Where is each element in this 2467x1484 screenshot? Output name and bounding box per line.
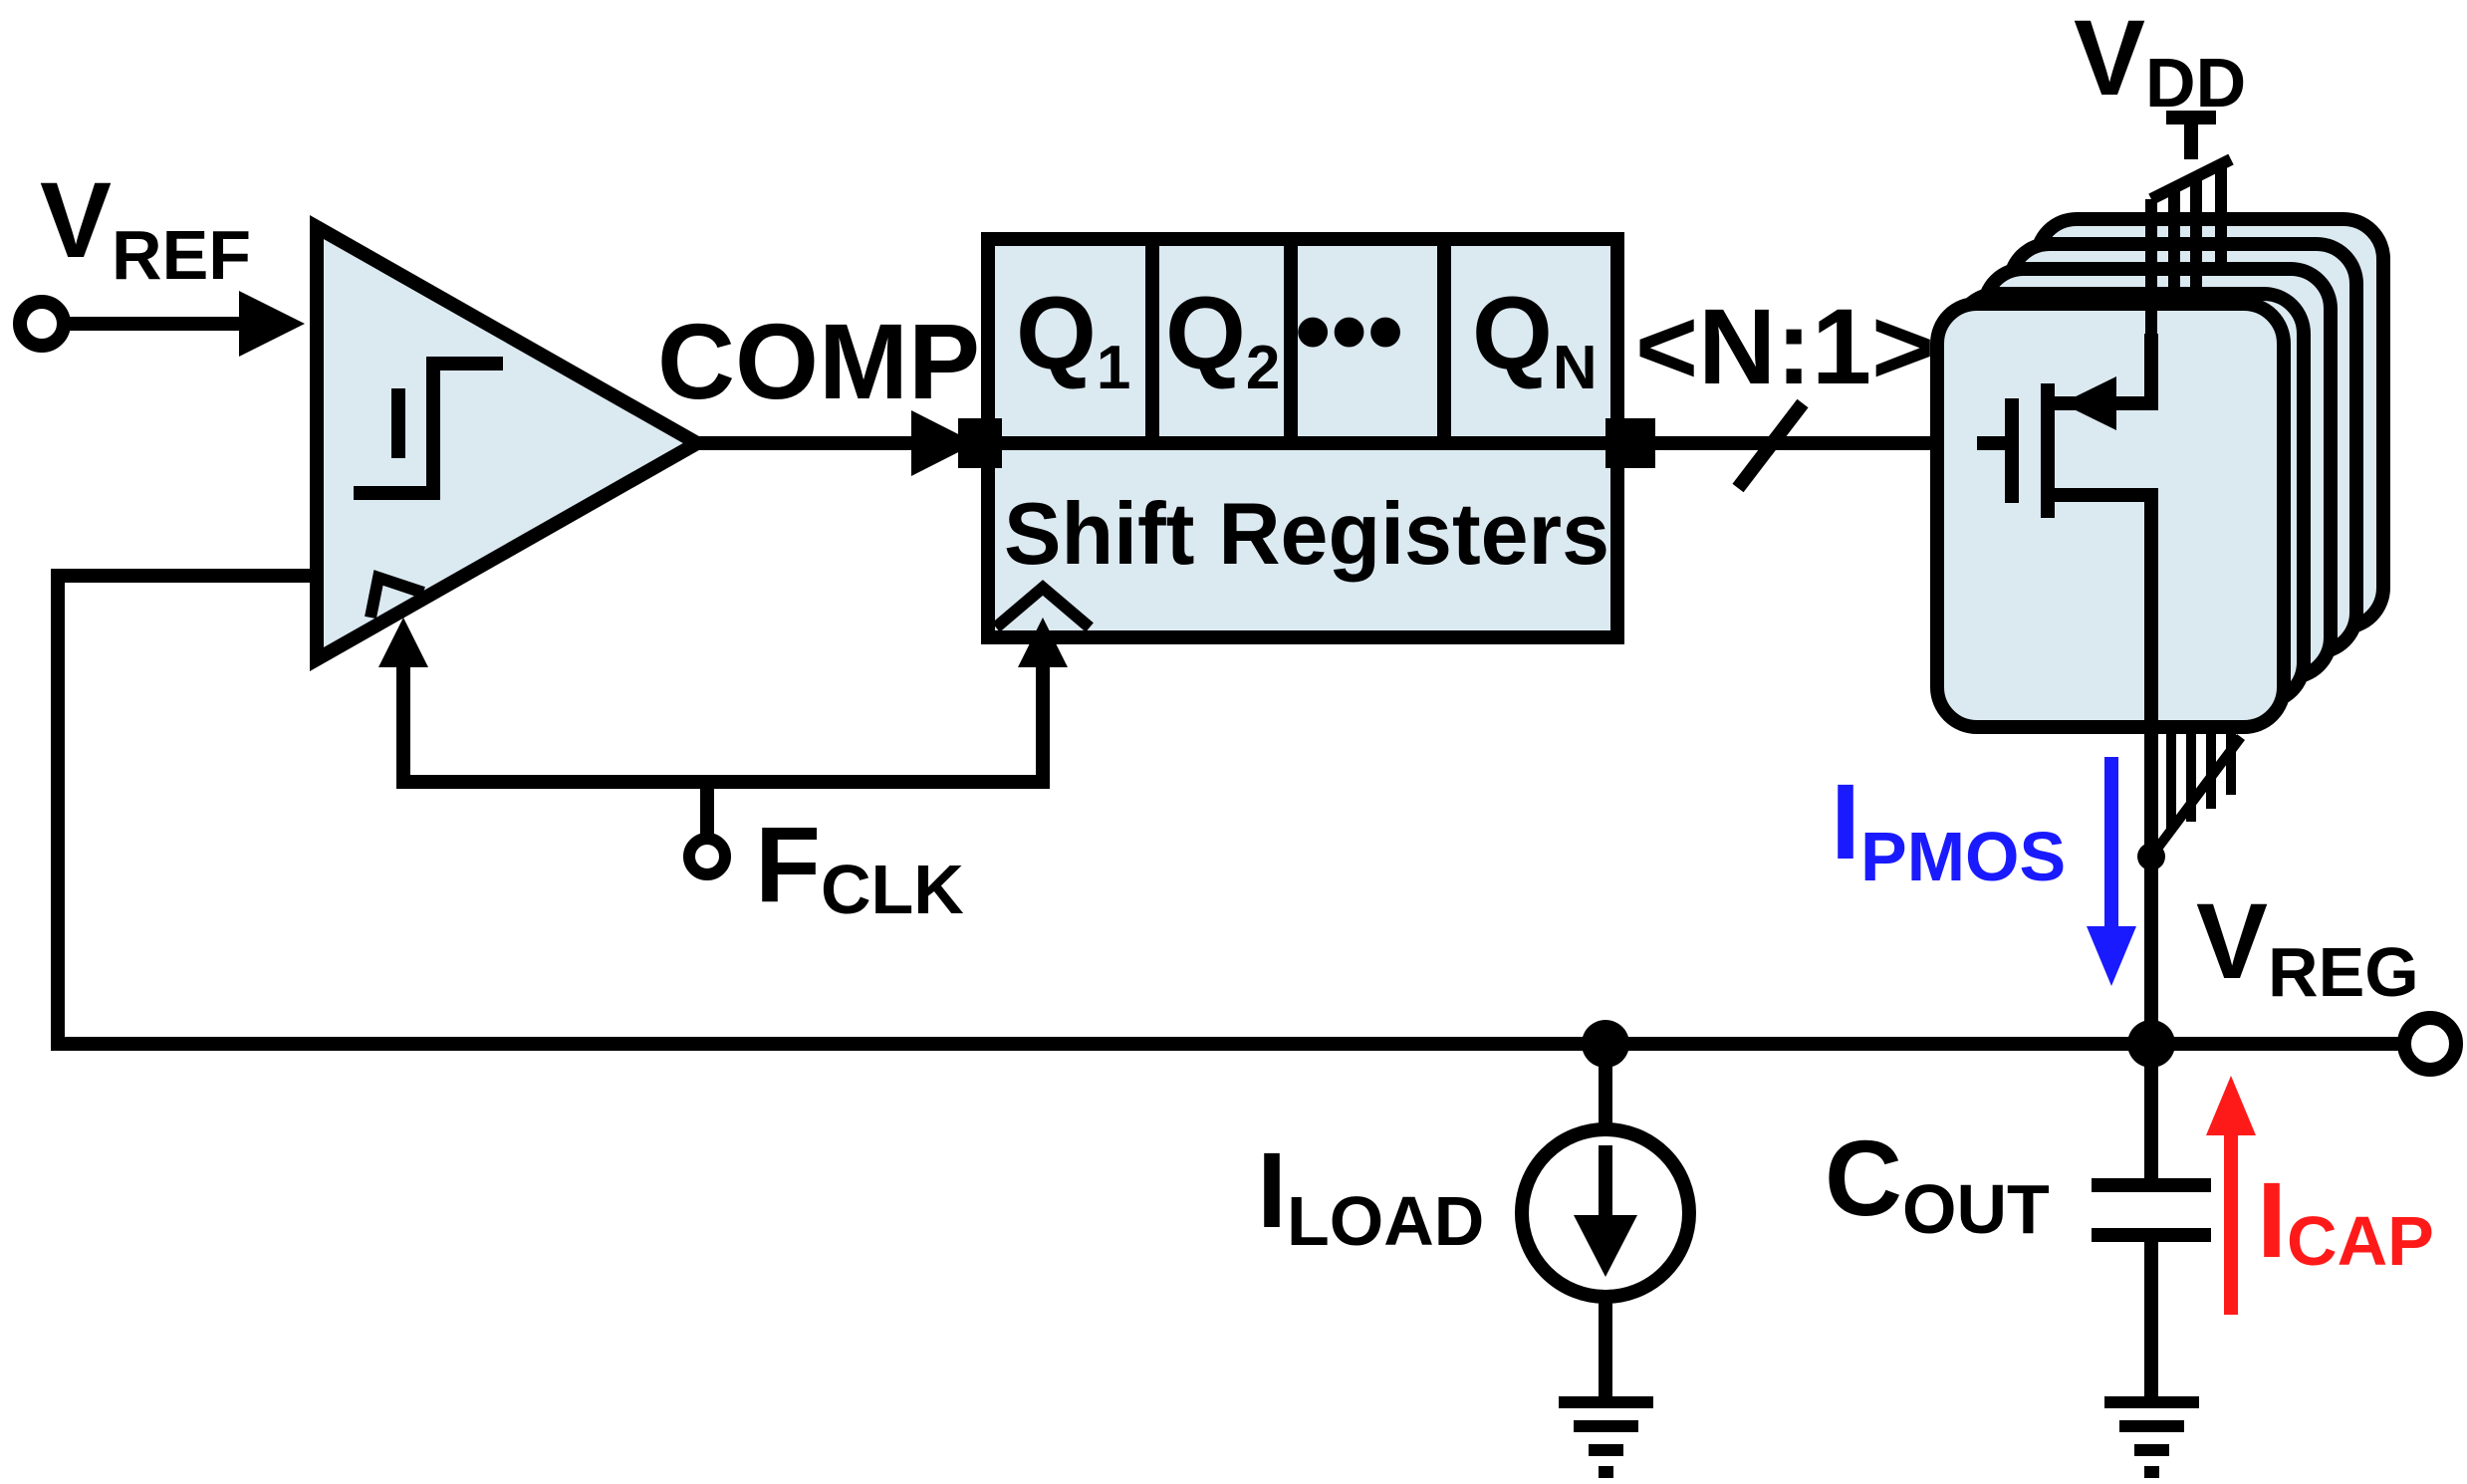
load-current-source: ILOAD xyxy=(1257,1044,1696,1478)
vreg-node: VREG xyxy=(51,569,2463,1077)
ipmos-arrow: IPMOS xyxy=(1831,757,2136,986)
comparator xyxy=(310,214,712,672)
vreg-terminal xyxy=(2397,1011,2463,1077)
output-capacitor: COUT xyxy=(1825,1044,2211,1478)
register-cell-ellipsis: ••• xyxy=(1295,274,1403,389)
icap-arrow: ICAP xyxy=(2206,1076,2434,1315)
iload-label: ILOAD xyxy=(1257,1129,1484,1260)
comp-wire: COMP xyxy=(657,301,980,476)
vref-label: VREF xyxy=(40,159,251,294)
fclk-label: FCLK xyxy=(755,804,964,928)
cout-label: COUT xyxy=(1825,1117,2050,1248)
register-cell-q1: Q1 xyxy=(1016,276,1130,402)
hysteresis-icon xyxy=(354,357,503,500)
ground-icon xyxy=(1559,1396,1653,1478)
ground-icon xyxy=(2104,1396,2199,1478)
pmos-array: VDD xyxy=(1930,0,2390,870)
bus-wire: <N:1> xyxy=(1635,286,1940,493)
fclk-terminal xyxy=(683,833,731,880)
bus-label: <N:1> xyxy=(1635,286,1934,406)
icap-label: ICAP xyxy=(2257,1159,2434,1280)
vref-terminal xyxy=(13,295,71,353)
register-cell-qn: QN xyxy=(1472,276,1598,402)
clock-network: FCLK xyxy=(378,618,1068,928)
vref-input: VREF xyxy=(13,159,305,357)
vdd-label: VDD xyxy=(2074,0,2246,122)
shift-register-block: Q1 Q2 ••• QN Shift Registers xyxy=(958,232,1655,644)
register-cell-q2: Q2 xyxy=(1165,276,1280,402)
shift-registers-label: Shift Registers xyxy=(1004,484,1609,583)
comp-label: COMP xyxy=(657,301,980,421)
ipmos-label: IPMOS xyxy=(1831,761,2066,895)
vreg-label: VREG xyxy=(2196,880,2419,1011)
